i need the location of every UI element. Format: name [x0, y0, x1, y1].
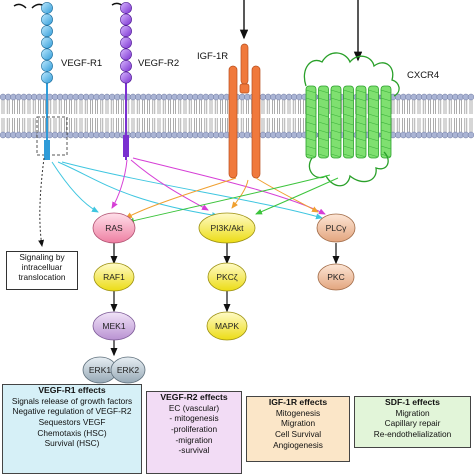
- vegfr1-label: VEGF-R1: [61, 58, 102, 69]
- signaling-line-3: translocation: [18, 271, 66, 282]
- node-mapk: MAPK: [206, 311, 248, 341]
- vegfr2-effect-item: - mitogenesis: [169, 413, 219, 424]
- vegfr2-effects-box: VEGF-R2 effects EC (vascular) - mitogene…: [146, 391, 242, 474]
- vegfr2-effect-item: -proliferation: [170, 423, 218, 434]
- vegfr1-effects-title: VEGF-R1 effects: [38, 385, 106, 395]
- svg-text:ERK1: ERK1: [89, 365, 111, 375]
- signaling-translocation-box: Signaling by intracelluar translocation: [6, 251, 78, 290]
- vegfr1-receptor: VEGF-R1: [36, 2, 102, 160]
- svg-text:RAS: RAS: [105, 223, 123, 233]
- node-raf1: RAF1: [93, 262, 135, 292]
- translocation-connector: [38, 157, 45, 247]
- vegfr1-effects-box: VEGF-R1 effects Signals release of growt…: [2, 384, 142, 474]
- vegfr1-effect-item: Negative regulation of VEGF-R2: [12, 406, 132, 417]
- igf1r-effect-item: Angiogenesis: [273, 439, 323, 450]
- igf1r-effects-box: IGF-1R effects Mitogenesis Migration Cel…: [246, 396, 350, 462]
- vegfr1-effect-item: Sequestors VEGF: [38, 416, 106, 427]
- pathway-arrows: [51, 157, 339, 224]
- svg-text:PI3K/Akt: PI3K/Akt: [210, 223, 244, 233]
- vegfr1-effect-item: Chemotaxis (HSC): [37, 427, 107, 438]
- svg-text:PKC: PKC: [327, 272, 344, 282]
- ligand-arrows: [13, 0, 363, 62]
- svg-text:MEK1: MEK1: [102, 321, 125, 331]
- igf1r-effect-item: Mitogenesis: [275, 407, 321, 418]
- signaling-line-2: intracelluar: [21, 261, 63, 272]
- igf1r-receptor: IGF-1R: [197, 43, 261, 179]
- sdf1-effects-box: SDF-1 effects Migration Capillary repair…: [354, 396, 471, 448]
- node-pkcz: PKCζ: [207, 262, 247, 292]
- cxcr4-label: CXCR4: [407, 70, 439, 81]
- vegfr1-effect-item: Signals release of growth factors: [11, 395, 133, 406]
- cascade-arrows: [110, 243, 340, 357]
- sdf1-effect-item: Capillary repair: [384, 418, 441, 429]
- node-ras: RAS: [92, 212, 136, 244]
- igf1r-label: IGF-1R: [197, 51, 228, 62]
- node-pi3k: PI3K/Akt: [198, 212, 256, 244]
- svg-text:ERK2: ERK2: [117, 365, 139, 375]
- sdf1-effect-item: Re-endothelialization: [373, 428, 452, 439]
- vegfr2-effect-item: -migration: [175, 434, 213, 445]
- signaling-line-1: Signaling by: [19, 252, 65, 262]
- node-erk2: ERK2: [110, 356, 146, 384]
- node-plc: PLCγ: [316, 213, 356, 243]
- igf1r-effects-title: IGF-1R effects: [268, 397, 328, 407]
- intracellular-domain-box: [36, 116, 68, 156]
- svg-text:PLCγ: PLCγ: [326, 223, 348, 233]
- node-pkc: PKC: [317, 263, 355, 291]
- vegfr2-label: VEGF-R2: [138, 58, 179, 69]
- vegfr2-effect-item: -survival: [178, 445, 210, 456]
- sdf1-effects-title: SDF-1 effects: [385, 397, 440, 407]
- sdf1-effect-item: Migration: [395, 407, 430, 418]
- svg-text:RAF1: RAF1: [103, 272, 125, 282]
- vegfr1-effect-item: Survival (HSC): [44, 438, 100, 449]
- vegfr2-effect-item: EC (vascular): [168, 402, 220, 413]
- svg-text:MAPK: MAPK: [215, 321, 239, 331]
- vegfr2-receptor: VEGF-R2: [120, 2, 179, 160]
- svg-text:PKCζ: PKCζ: [216, 272, 237, 282]
- igf1r-effect-item: Migration: [280, 418, 316, 429]
- vegfr2-effects-title: VEGF-R2 effects: [160, 392, 228, 402]
- node-mek1: MEK1: [92, 311, 136, 341]
- cxcr4-receptor: CXCR4: [303, 52, 439, 187]
- igf1r-effect-item: Cell Survival: [274, 428, 322, 439]
